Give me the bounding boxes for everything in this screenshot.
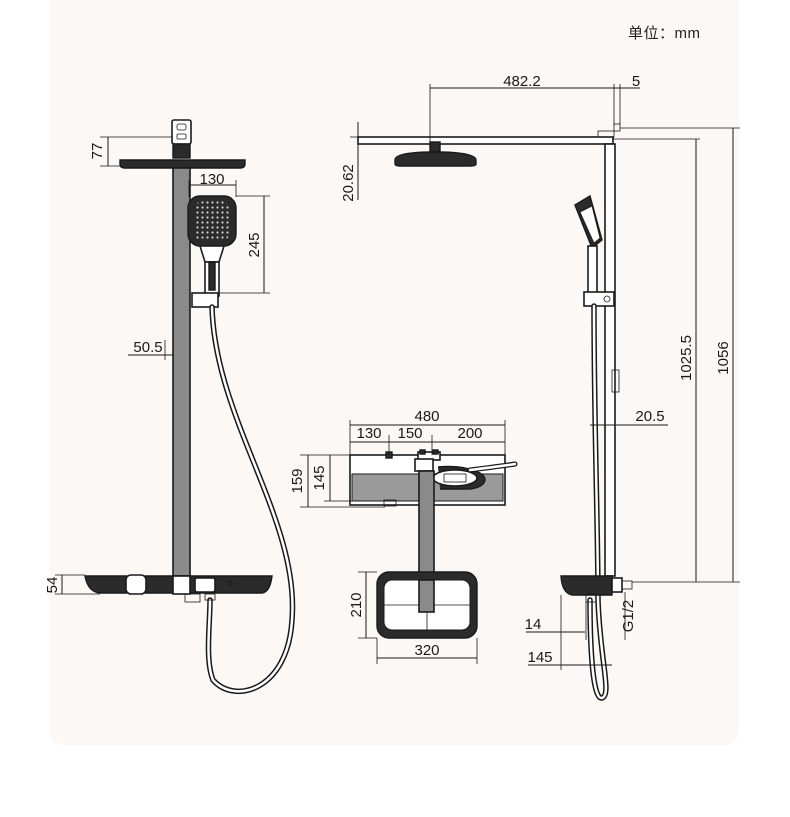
dim-hand-height: 245	[218, 195, 270, 294]
dim-total-width: 480	[349, 408, 506, 455]
svg-text:130: 130	[199, 171, 224, 188]
dim-hand-width: 130	[188, 171, 237, 197]
svg-text:320: 320	[414, 642, 439, 659]
control-knob	[125, 574, 147, 595]
dim-bar-offset: 50.5	[128, 339, 173, 360]
dim-pad: 210 320	[348, 571, 478, 664]
svg-text:50.5: 50.5	[133, 339, 162, 356]
side-rain-head	[394, 151, 477, 167]
svg-text:200: 200	[457, 425, 482, 442]
svg-text:G1/2: G1/2	[620, 600, 637, 633]
top-view: 480 130 150 200 159 145 210 32	[289, 408, 518, 664]
dim-shelf-height: 54	[44, 574, 100, 595]
svg-text:5: 5	[632, 73, 640, 90]
dim-heights: 1025.5 1056	[612, 127, 740, 583]
side-shelf	[560, 575, 613, 596]
svg-text:145: 145	[311, 465, 328, 490]
svg-text:245: 245	[246, 232, 263, 257]
svg-text:130: 130	[356, 425, 381, 442]
side-vertical-bar	[604, 143, 616, 577]
svg-text:159: 159	[289, 468, 306, 493]
svg-text:150: 150	[397, 425, 422, 442]
shower-arm	[357, 136, 614, 145]
svg-text:20.5: 20.5	[635, 408, 664, 425]
dim-thread: G1/2	[620, 592, 637, 640]
rain-shower-head	[119, 159, 246, 169]
unit-label: 单位：mm	[628, 25, 701, 42]
side-holder	[583, 291, 615, 307]
dim-bar-diameter: 20.5	[590, 408, 668, 426]
side-view: 482.2 5 20.62 1025.5 1056 20.5 14	[340, 73, 740, 701]
dim-arm-length: 482.2 5	[429, 73, 640, 142]
svg-text:77: 77	[89, 143, 106, 160]
svg-text:54: 54	[44, 577, 61, 594]
dim-outlet: 14 145	[525, 595, 612, 670]
dim-segments: 130 150 200	[350, 425, 505, 455]
svg-text:1025.5: 1025.5	[678, 335, 695, 381]
svg-text:1056: 1056	[715, 341, 732, 374]
svg-text:14: 14	[525, 616, 542, 633]
side-hose	[587, 303, 609, 701]
dim-head-height: 77	[89, 136, 172, 167]
svg-text:20.62: 20.62	[340, 164, 357, 202]
svg-text:482.2: 482.2	[503, 73, 541, 90]
svg-text:480: 480	[414, 408, 439, 425]
svg-text:210: 210	[348, 592, 365, 617]
dim-depth: 159 145	[289, 454, 385, 508]
svg-text:145: 145	[527, 649, 552, 666]
front-view: 77 130 245 50.5 54	[44, 119, 296, 695]
dim-head-thickness: 20.62	[340, 122, 359, 202]
hand-shower-holder	[191, 292, 219, 308]
